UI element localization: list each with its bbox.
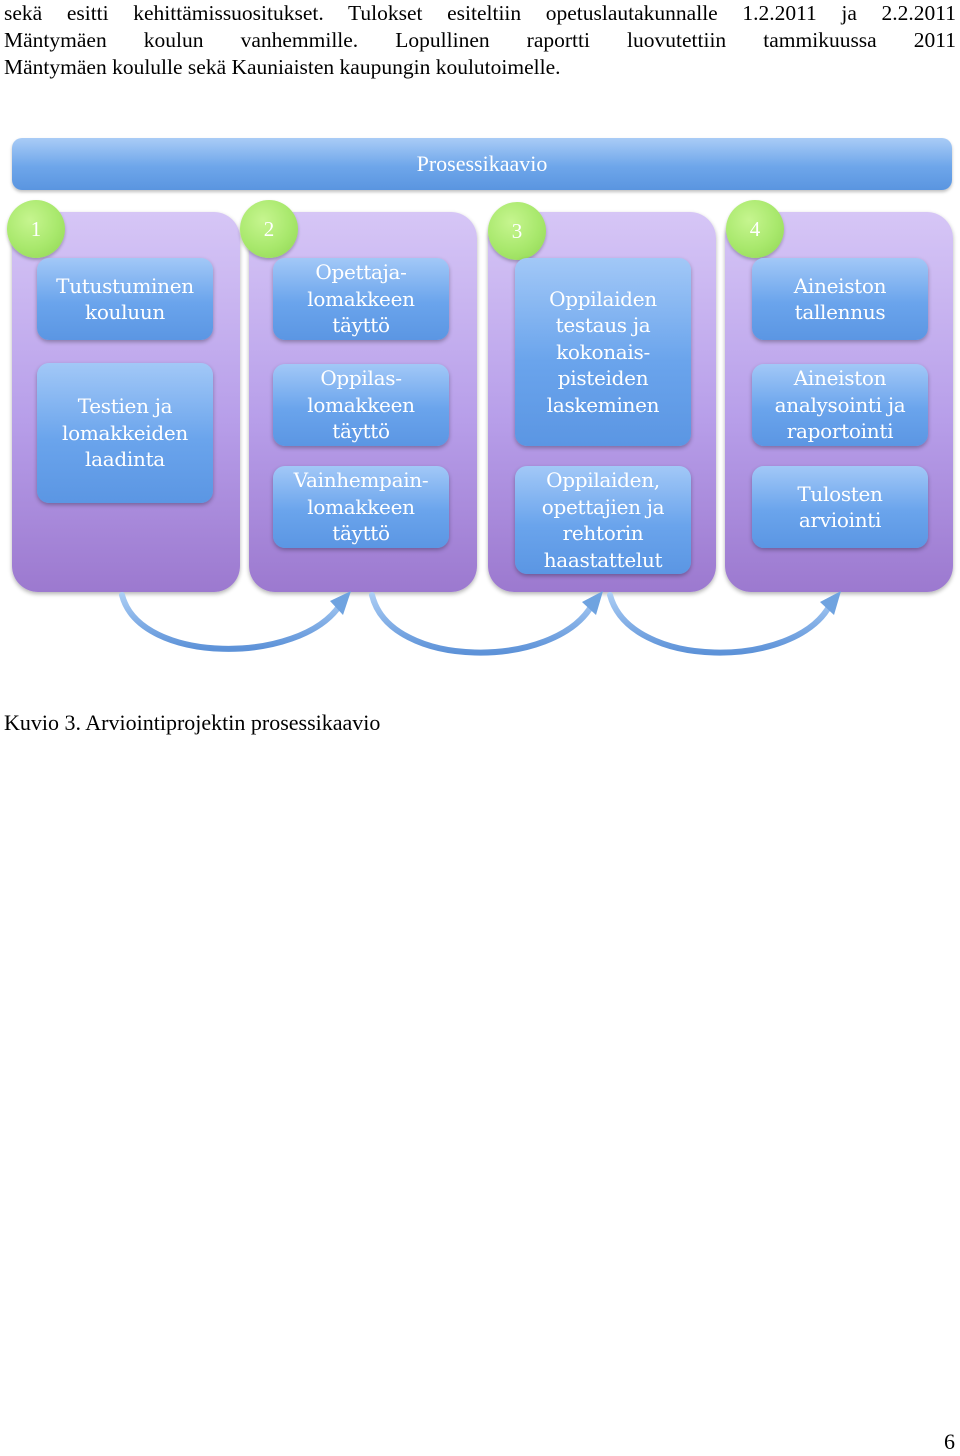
step-text-line: Aineiston xyxy=(793,366,887,391)
step-text-line: laadinta xyxy=(85,447,165,472)
step-text-line: opettajien ja xyxy=(541,494,665,519)
step-text-line: Testien ja xyxy=(77,394,173,419)
step-box-2-2: Oppilas- lomakkeen täyttö xyxy=(273,364,449,446)
intro-line-1: sekä esitti kehittämissuositukset. Tulok… xyxy=(4,1,956,25)
step-text-line: raportointi xyxy=(786,419,894,444)
intro-line-3: Mäntymäen koululle sekä Kauniaisten kaup… xyxy=(4,55,561,79)
step-box-1-2: Testien ja lomakkeiden laadinta xyxy=(37,363,213,503)
step-box-4-3: Tulosten arviointi xyxy=(752,466,928,548)
step-text-line: lomakkeen xyxy=(307,392,415,417)
page-number: 6 xyxy=(944,1429,955,1454)
step-box-4-2: Aineiston analysointi ja raportointi xyxy=(752,364,928,446)
step-text-line: lomakkeiden xyxy=(61,420,189,445)
step-box-1-1: Tutustuminen kouluun xyxy=(37,258,213,340)
step-text-line: arviointi xyxy=(798,508,882,532)
phase-number-4: 4 xyxy=(726,200,784,258)
phase-number-3: 3 xyxy=(488,202,546,260)
step-text-line: tallennus xyxy=(794,300,886,324)
step-text-line: Vainhempain- xyxy=(293,468,429,493)
step-box-4-1: Aineiston tallennus xyxy=(752,258,928,340)
step-text-line: Oppilaiden, xyxy=(546,468,660,492)
step-text-line: rehtorin xyxy=(562,521,644,545)
step-box-2-1: Opettaja- lomakkeen täyttö xyxy=(273,258,449,340)
step-text-line: lomakkeen xyxy=(307,286,415,311)
step-text-line: pisteiden xyxy=(557,366,649,391)
arrow-1-to-2 xyxy=(119,591,351,652)
step-text-line: Tutustuminen xyxy=(56,273,194,298)
step-text-line: Aineiston xyxy=(793,273,887,298)
step-text-line: täyttö xyxy=(332,521,390,546)
phase-number-1: 1 xyxy=(7,200,65,258)
step-text-line: täyttö xyxy=(332,419,390,444)
step-text-line: analysointi ja xyxy=(774,392,906,417)
step-text-line: Oppilaiden xyxy=(549,286,657,311)
arrow-2-to-3 xyxy=(369,591,603,656)
step-text-line: Tulosten xyxy=(797,481,883,506)
step-text-line: kokonais- xyxy=(556,339,650,364)
step-box-3-1: Oppilaiden testaus ja kokonais- pisteide… xyxy=(515,258,691,446)
phase-arrows xyxy=(119,591,841,656)
intro-paragraph: sekä esitti kehittämissuositukset. Tulok… xyxy=(4,0,956,81)
step-text-line: lomakkeen xyxy=(307,494,415,519)
intro-line-2: Mäntymäen koulun vanhemmille. Lopullinen… xyxy=(4,28,956,52)
arrow-3-to-4 xyxy=(607,591,841,656)
step-text-line: haastattelut xyxy=(543,547,663,572)
step-text-line: Oppilas- xyxy=(320,366,402,391)
figure-caption: Kuvio 3. Arviointiprojektin prosessikaav… xyxy=(4,710,381,735)
step-text-line: kouluun xyxy=(85,300,165,324)
diagram-title: Prosessikaavio xyxy=(12,138,952,190)
step-text-line: testaus ja xyxy=(555,313,651,338)
step-box-2-3: Vainhempain- lomakkeen täyttö xyxy=(273,466,449,548)
step-text-line: täyttö xyxy=(332,313,390,338)
step-text-line: laskeminen xyxy=(546,392,660,417)
step-box-3-2: Oppilaiden, opettajien ja rehtorin haast… xyxy=(515,466,691,574)
step-text-line: Opettaja- xyxy=(315,260,407,285)
phase-number-2: 2 xyxy=(240,200,298,258)
